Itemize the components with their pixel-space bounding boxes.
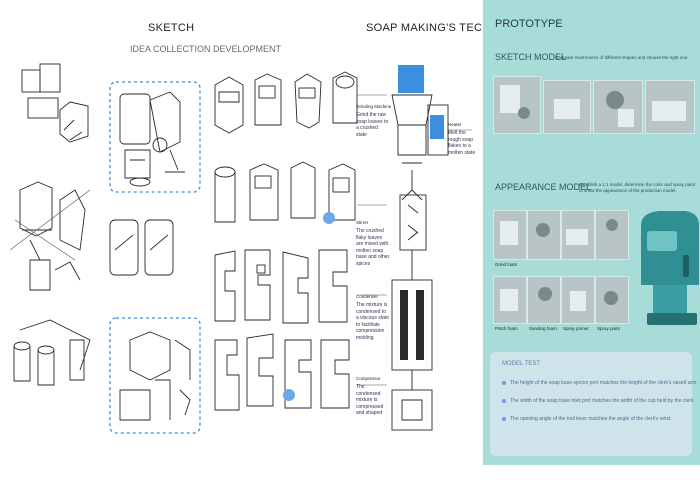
model-test-card: MODEL TEST The height of the soap base e…: [490, 352, 698, 456]
bullet-icon: [502, 380, 506, 385]
technique-step-label: Stirrer: [356, 220, 369, 225]
technique-step-label: Compressor: [356, 376, 381, 381]
technique-step-text: The mixture is condensed to a viscous st…: [356, 302, 390, 341]
appearance-photo: [561, 276, 595, 324]
appearance-model-text: Establish a 1:1 model, determine the col…: [579, 182, 696, 193]
prototype-title: PROTOTYPE: [495, 18, 563, 30]
sketch-panel: SKETCH IDEA COLLECTION DEVELOPMENT SOAP …: [9, 22, 527, 434]
technique-diagram: [357, 65, 472, 431]
photo-label: Patch foam: [495, 326, 518, 331]
appearance-photo: [493, 276, 527, 324]
appearance-photo: [527, 210, 561, 260]
development-sketches: [214, 71, 358, 411]
sketch-model-photo: [493, 76, 541, 134]
technique-step-text: Grind the raw soap loaves to a crushed s…: [356, 112, 389, 138]
bullet-icon: [502, 416, 506, 421]
photo-label: Spray primer: [563, 326, 589, 331]
appearance-photo: [561, 210, 595, 260]
sketch-model-title: SKETCH MODEL: [495, 52, 567, 62]
teal-product-model: [641, 211, 699, 325]
sketch-model-photo: [543, 80, 591, 134]
development-label: DEVELOPMENT: [213, 44, 282, 54]
technique-step-text: The condensed mixture is compressed and …: [356, 384, 384, 416]
technique-step-label: Grinding Machine: [356, 104, 392, 109]
technique-step-label: Condenser: [356, 294, 379, 299]
model-test-title: MODEL TEST: [502, 361, 541, 367]
appearance-photo: [595, 276, 629, 324]
design-board: SKETCH IDEA COLLECTION DEVELOPMENT SOAP …: [9, 0, 700, 465]
model-test-item: The opening angle of the tool lever matc…: [502, 416, 672, 422]
sketch-model-photo: [645, 80, 695, 134]
sketch-model-photo: [593, 80, 643, 134]
bullet-icon: [502, 398, 506, 403]
photo-label: Sanding foam: [529, 326, 557, 331]
technique-step-text: Melt the rough soap flakes to a molten s…: [448, 130, 476, 156]
model-test-item: The height of the soap base ejector port…: [502, 380, 698, 386]
appearance-photo: [527, 276, 561, 324]
sketch-model-text: Compare mushrooms of different shapes an…: [555, 55, 689, 60]
appearance-photo: [595, 210, 629, 260]
idea-collection-label: IDEA COLLECTION: [130, 44, 211, 54]
appearance-photo: [493, 210, 527, 260]
appearance-model-title: APPEARANCE MODEL: [495, 182, 592, 192]
technique-step-text: The crushed flaky loaves are mixed with …: [356, 228, 390, 267]
technique-step-label: Heater: [448, 122, 462, 127]
photo-label: Spray paint: [597, 326, 620, 331]
idea-sketches: [9, 63, 201, 434]
sketch-title: SKETCH: [148, 22, 195, 34]
photo-label: Grind foam: [495, 262, 518, 267]
model-test-item: The width of the soap base inlet port ma…: [502, 398, 695, 404]
